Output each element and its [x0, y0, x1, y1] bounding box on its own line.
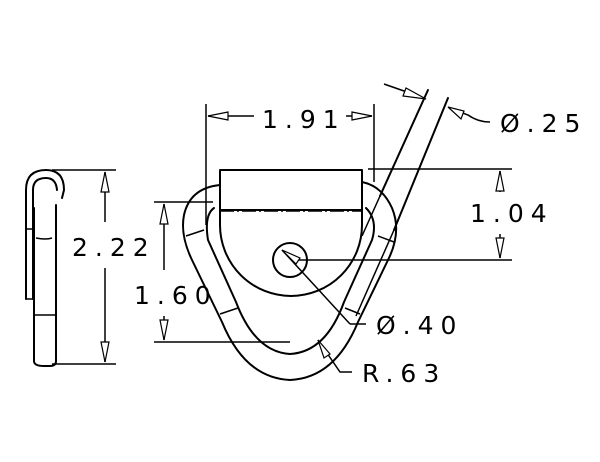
dim-label-overall-height: 2.22 [72, 233, 156, 262]
dim-ring-diameter [383, 83, 491, 123]
dim-label-clip-height: 1.04 [470, 199, 554, 228]
dim-hole-diameter [281, 249, 366, 325]
ring-rod [355, 89, 449, 317]
dim-label-ring-diameter: Ø.25 [500, 109, 587, 138]
dim-label-width: 1.91 [262, 105, 346, 134]
front-view [182, 169, 398, 381]
dim-ring-height [154, 201, 290, 343]
dim-label-bend-radius: R.63 [362, 359, 446, 388]
dim-bend-radius [317, 339, 352, 373]
dim-label-ring-height: 1.60 [134, 281, 218, 310]
side-view [25, 169, 65, 367]
dim-overall-height [52, 169, 116, 365]
dim-label-hole-diameter: Ø.40 [376, 311, 463, 340]
dim-clip-height [296, 168, 512, 261]
